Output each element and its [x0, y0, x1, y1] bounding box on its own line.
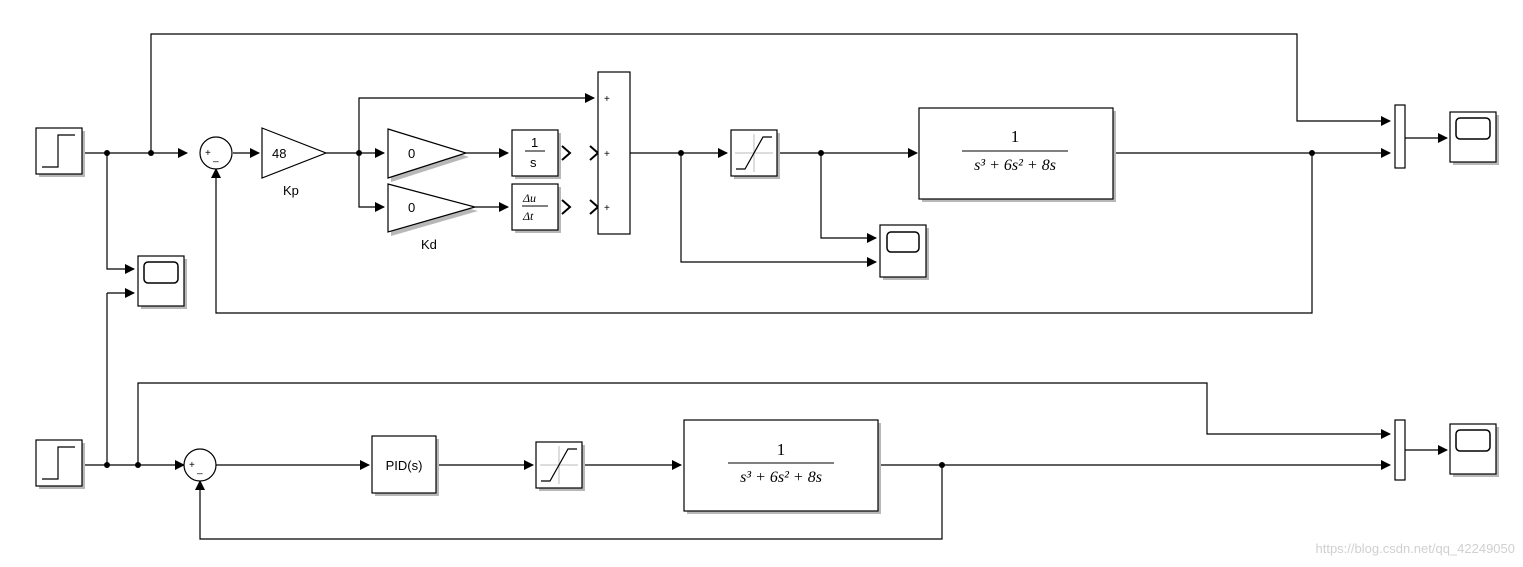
integrator-block[interactable]: 1 s	[511, 129, 561, 179]
sum3-block[interactable]: + + +	[597, 71, 631, 235]
derivative-numerator: Δu	[522, 191, 536, 205]
sum3-sign-2: +	[604, 149, 610, 160]
saturation-block-top[interactable]	[730, 129, 780, 179]
plant-block-top[interactable]: 1 s³ + 6s² + 8s	[918, 107, 1116, 202]
gain-kd-block[interactable]: 0	[387, 183, 478, 236]
scope-block-left[interactable]	[137, 255, 187, 309]
derivative-denominator: Δt	[522, 209, 534, 223]
top-junctions	[104, 150, 1315, 156]
sum-bottom-plus-sign: +	[189, 460, 195, 471]
sum-bottom-minus-sign: _	[196, 464, 203, 475]
plant-block-bottom[interactable]: 1 s³ + 6s² + 8s	[683, 419, 881, 514]
sum-block-bottom[interactable]: + _	[183, 448, 217, 482]
step-block-bottom[interactable]	[35, 439, 85, 489]
mux-block-bottom[interactable]	[1394, 419, 1406, 481]
pid-block[interactable]: PID(s)	[371, 435, 439, 496]
top-wires	[83, 33, 1448, 465]
plant-top-denominator: s³ + 6s² + 8s	[974, 157, 1056, 174]
gain-kd-value: 0	[408, 200, 415, 215]
sum3-sign-1: +	[604, 94, 610, 105]
step-block-top[interactable]	[35, 127, 85, 177]
bottom-junctions	[104, 462, 945, 468]
integrator-numerator: 1	[531, 135, 538, 150]
derivative-block[interactable]: Δu Δt	[511, 183, 561, 233]
gain-kp-value: 48	[272, 146, 286, 161]
gain-kp-block[interactable]: 48	[261, 127, 328, 179]
sum3-sign-3: +	[604, 203, 610, 214]
gain-ki-block[interactable]: 0	[387, 128, 469, 182]
plant-bottom-numerator: 1	[777, 440, 786, 459]
pid-label: PID(s)	[386, 458, 423, 473]
sum-minus-sign: _	[212, 152, 219, 163]
scope-block-bottom-right[interactable]	[1449, 423, 1499, 477]
watermark: https://blog.csdn.net/qq_42249050	[1316, 541, 1516, 556]
sum-plus-sign: +	[205, 148, 211, 159]
plant-bottom-denominator: s³ + 6s² + 8s	[740, 469, 822, 486]
integrator-denominator: s	[530, 155, 537, 170]
bottom-wires	[83, 382, 1448, 540]
scope-block-middle[interactable]	[879, 224, 929, 280]
saturation-block-bottom[interactable]	[535, 441, 585, 491]
gain-ki-value: 0	[408, 146, 415, 161]
sum-block-top[interactable]: + _	[199, 136, 233, 170]
port-chevrons-top	[561, 145, 600, 215]
plant-top-numerator: 1	[1011, 127, 1020, 146]
scope-block-top-right[interactable]	[1449, 111, 1499, 165]
gain-kd-label: Kd	[421, 237, 437, 252]
mux-block-top[interactable]	[1394, 104, 1406, 169]
gain-kp-label: Kp	[283, 183, 299, 198]
